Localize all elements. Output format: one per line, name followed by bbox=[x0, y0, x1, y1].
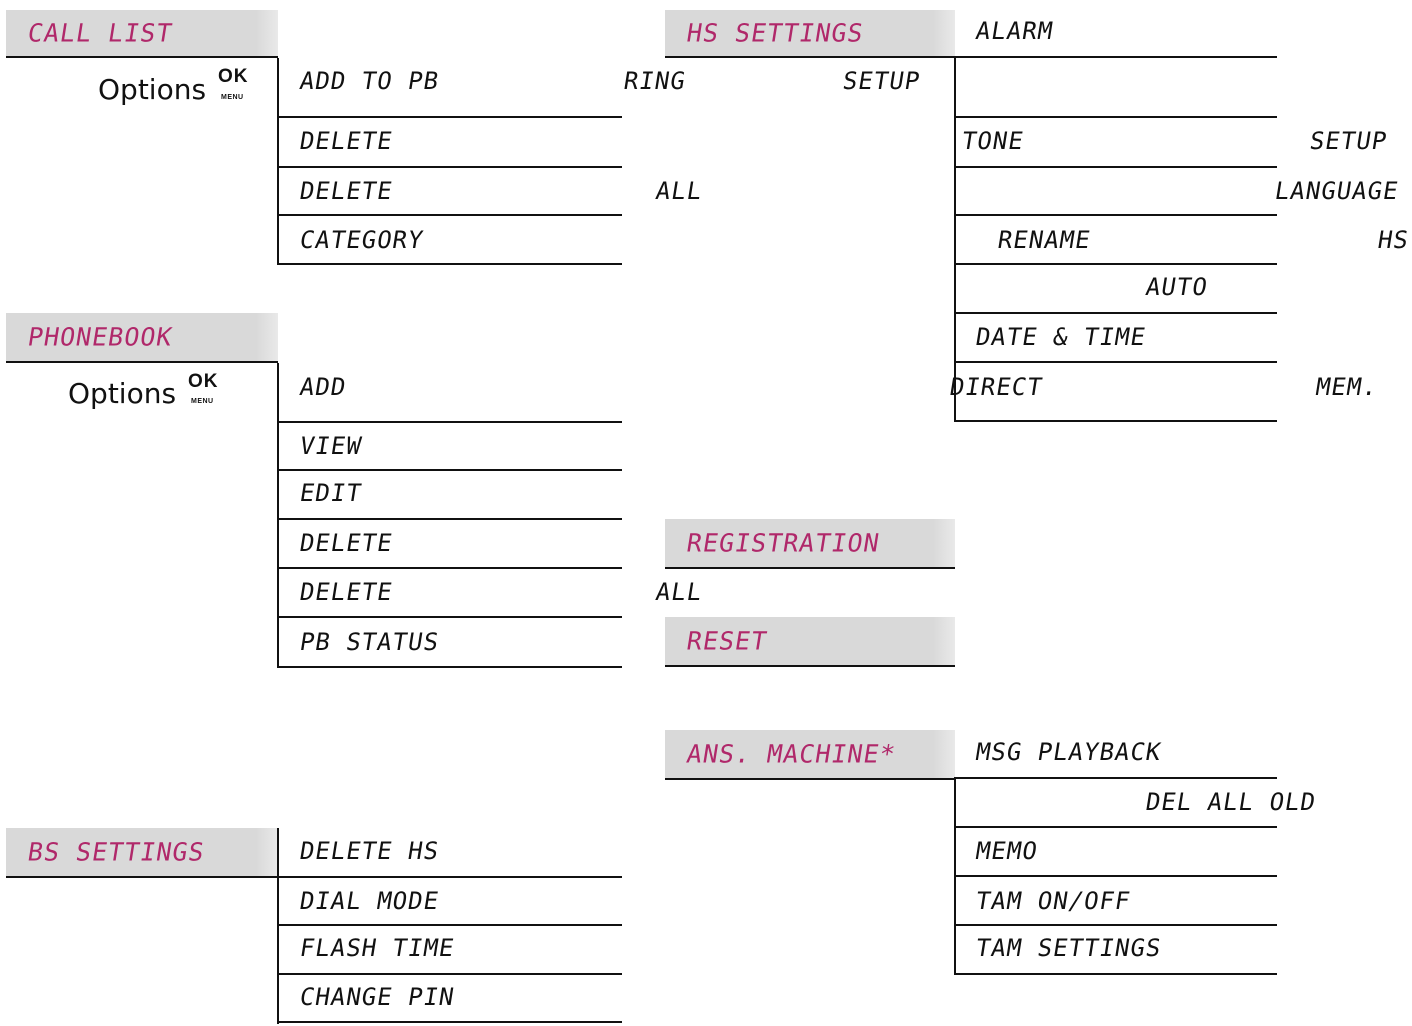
ans-machine-item-del-all-old: DEL ALL OLD bbox=[1143, 788, 1319, 816]
phonebook-divider bbox=[278, 666, 622, 668]
ans-machine-divider bbox=[955, 973, 1277, 975]
ans-machine-top-line bbox=[955, 777, 1277, 779]
phonebook-divider bbox=[278, 421, 622, 423]
call-list-item-category: CATEGORY bbox=[297, 226, 426, 254]
phonebook-item-view: VIEW bbox=[297, 432, 365, 460]
ans-machine-item-msg-playback: MSG PLAYBACK bbox=[973, 738, 1164, 766]
ans-machine-header: ANS. MACHINE* bbox=[665, 730, 955, 780]
call-list-divider bbox=[278, 214, 622, 216]
phonebook-header-label: PHONEBOOK bbox=[25, 322, 175, 352]
phonebook-ok-key-icon: OK bbox=[188, 371, 219, 392]
phonebook-divider bbox=[278, 616, 622, 618]
hs-settings-header-label: HS SETTINGS bbox=[684, 18, 866, 48]
bs-settings-divider bbox=[278, 973, 622, 975]
hs-settings-item-rename: RENAME bbox=[995, 226, 1093, 254]
phonebook-item-edit: EDIT bbox=[297, 479, 365, 507]
hs-settings-divider bbox=[955, 214, 1277, 216]
ans-machine-header-label: ANS. MACHINE* bbox=[684, 739, 898, 769]
hs-settings-top-line bbox=[955, 56, 1277, 58]
phonebook-item-add: ADD bbox=[297, 373, 349, 401]
call-list-menu-key-label: MENU bbox=[221, 94, 244, 101]
call-list-extra-all: ALL bbox=[653, 177, 705, 205]
hs-settings-item-alarm: ALARM bbox=[973, 17, 1056, 45]
hs-settings-item-tone: TONE bbox=[959, 127, 1027, 155]
call-list-header-label: CALL LIST bbox=[25, 18, 175, 48]
bs-settings-item-change-pin: CHANGE PIN bbox=[297, 983, 457, 1011]
hs-settings-divider bbox=[955, 312, 1277, 314]
bs-settings-header-label: BS SETTINGS bbox=[25, 837, 207, 867]
call-list-header: CALL LIST bbox=[6, 10, 278, 58]
ans-machine-divider bbox=[955, 826, 1277, 828]
phonebook-item-delete: DELETE bbox=[297, 529, 395, 557]
hs-settings-item-auto: AUTO bbox=[1143, 273, 1211, 301]
hs-settings-divider bbox=[955, 361, 1277, 363]
call-list-options-label: Options bbox=[98, 73, 207, 106]
hs-settings-item-direct: DIRECT bbox=[947, 373, 1045, 401]
bs-settings-divider bbox=[278, 924, 622, 926]
reset-header: RESET bbox=[665, 617, 955, 667]
hs-settings-item-setup: SETUP bbox=[1307, 127, 1390, 155]
ans-machine-item-tam-settings: TAM SETTINGS bbox=[973, 934, 1164, 962]
hs-settings-divider bbox=[955, 166, 1277, 168]
reset-header-label: RESET bbox=[684, 626, 770, 656]
bs-settings-branch-line bbox=[277, 828, 279, 1024]
call-list-divider bbox=[278, 263, 622, 265]
hs-settings-divider bbox=[955, 420, 1277, 422]
hs-settings-item-hs: HS bbox=[1375, 226, 1412, 254]
call-list-divider bbox=[278, 116, 622, 118]
call-list-branch-line bbox=[277, 58, 279, 265]
call-list-item-delete: DELETE bbox=[297, 127, 395, 155]
hs-settings-header: HS SETTINGS bbox=[665, 10, 955, 58]
phonebook-branch-line bbox=[277, 363, 279, 668]
phonebook-options-label: Options bbox=[68, 377, 177, 410]
ans-machine-item-tam-on-off: TAM ON/OFF bbox=[973, 887, 1133, 915]
phonebook-divider bbox=[278, 567, 622, 569]
phonebook-item-delete-2: DELETE bbox=[297, 578, 395, 606]
call-list-divider bbox=[278, 166, 622, 168]
hs-settings-item-date-time: DATE & TIME bbox=[973, 323, 1149, 351]
bs-settings-item-dial-mode: DIAL MODE bbox=[297, 887, 442, 915]
call-list-ok-key-icon: OK bbox=[218, 66, 249, 87]
hs-settings-item-language: LANGUAGE bbox=[1272, 177, 1401, 205]
bs-settings-header: BS SETTINGS bbox=[6, 828, 278, 878]
bs-settings-item-flash-time: FLASH TIME bbox=[297, 934, 457, 962]
hs-settings-divider bbox=[955, 263, 1277, 265]
hs-settings-branch-line bbox=[954, 56, 956, 422]
phonebook-header: PHONEBOOK bbox=[6, 313, 278, 363]
hs-settings-divider bbox=[955, 116, 1277, 118]
phonebook-divider bbox=[278, 469, 622, 471]
call-list-item-add-to-pb: ADD TO PB bbox=[297, 67, 442, 95]
phonebook-menu-key-label: MENU bbox=[191, 398, 214, 405]
phonebook-item-pb-status: PB STATUS bbox=[297, 628, 442, 656]
ans-machine-item-memo: MEMO bbox=[973, 837, 1041, 865]
registration-header: REGISTRATION bbox=[665, 519, 955, 569]
phonebook-extra-all: ALL bbox=[653, 578, 705, 606]
ans-machine-divider bbox=[955, 924, 1277, 926]
hs-settings-item-mem: MEM. bbox=[1313, 373, 1381, 401]
bs-settings-divider bbox=[278, 1021, 622, 1023]
bs-settings-item-delete-hs: DELETE HS bbox=[297, 837, 442, 865]
registration-header-label: REGISTRATION bbox=[684, 528, 882, 558]
ans-machine-divider bbox=[955, 875, 1277, 877]
bs-settings-divider bbox=[278, 876, 622, 878]
phonebook-divider bbox=[278, 518, 622, 520]
call-list-extra-ring: RING bbox=[621, 67, 689, 95]
call-list-item-delete-2: DELETE bbox=[297, 177, 395, 205]
call-list-extra-setup: SETUP bbox=[840, 67, 923, 95]
